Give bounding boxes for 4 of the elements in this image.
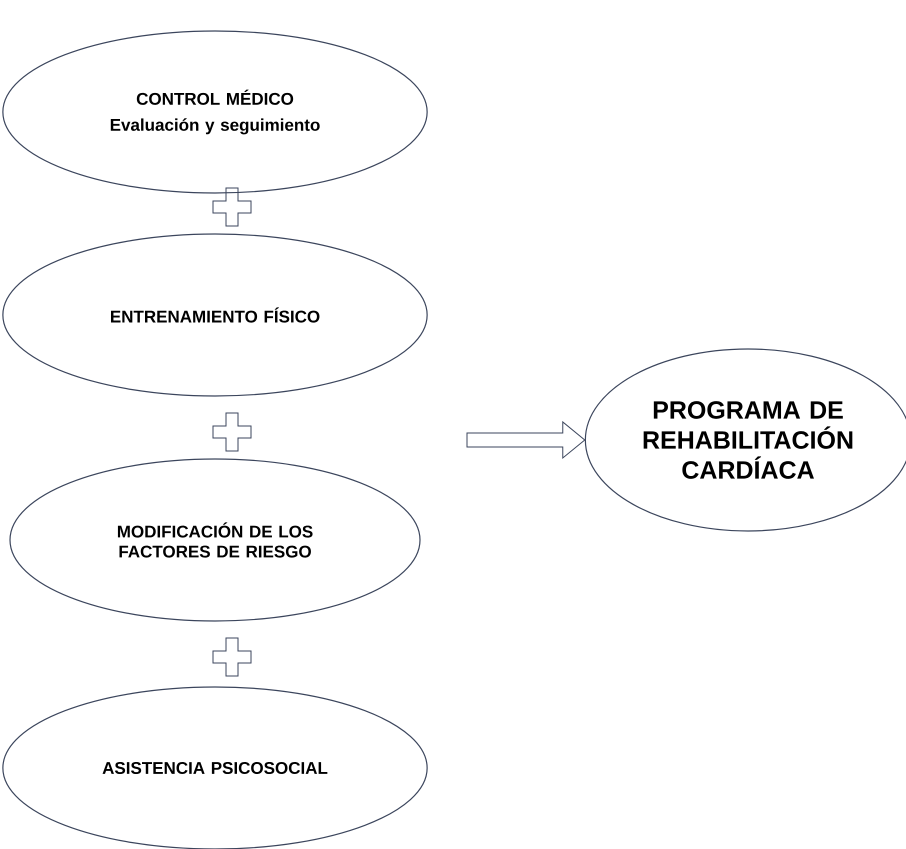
ellipse-node: MODIFICACIÓN DE LOS FACTORES DE RIESGO: [9, 458, 421, 622]
ellipse-node: ENTRENAMIENTO FÍSICO: [2, 233, 428, 397]
ellipse-node: CONTROL MÉDICO Evaluación y seguimiento: [2, 30, 428, 194]
block-arrow: [466, 420, 586, 460]
